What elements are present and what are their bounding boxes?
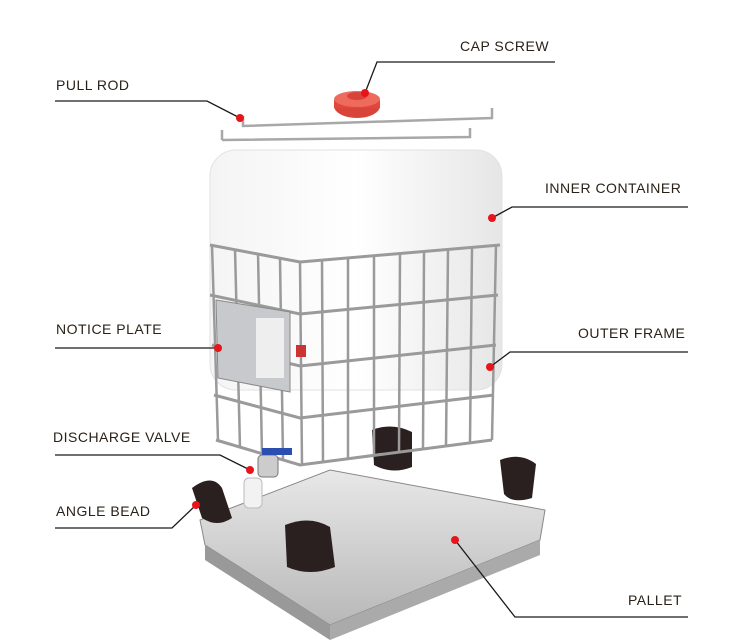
marker-dot (236, 114, 244, 122)
leader-inner-container (491, 206, 688, 219)
marker-dot (192, 501, 200, 509)
label-pull-rod: PULL ROD (56, 77, 130, 93)
label-cap-screw: CAP SCREW (460, 38, 550, 54)
cap-screw-shape (334, 91, 380, 118)
leader-outer-frame (489, 351, 688, 368)
marker-dot (488, 214, 496, 222)
leader-cap-screw (364, 61, 555, 94)
angle-beads (192, 426, 536, 572)
label-angle-bead: ANGLE BEAD (56, 503, 151, 519)
marker-dot (361, 89, 369, 97)
leader-discharge-valve (55, 454, 251, 471)
marker-dot (486, 363, 494, 371)
marker-dot (451, 536, 459, 544)
discharge-valve-shape (243, 448, 292, 509)
pallet-shape (199, 469, 546, 640)
pull-rods (220, 108, 494, 142)
label-notice-plate: NOTICE PLATE (56, 321, 163, 337)
marker-dots (192, 89, 496, 544)
label-outer-frame: OUTER FRAME (578, 325, 686, 341)
label-discharge-valve: DISCHARGE VALVE (53, 429, 191, 445)
notice-plate-shape (215, 299, 306, 393)
leader-pull-rod (55, 100, 241, 119)
outer-frame-shape (209, 243, 501, 467)
leader-angle-bead (55, 504, 197, 529)
label-pallet: PALLET (628, 592, 683, 608)
leader-pallet (454, 539, 688, 618)
marker-dot (246, 466, 254, 474)
label-inner-container: INNER CONTAINER (545, 180, 682, 196)
leader-lines (55, 61, 688, 618)
marker-dot (214, 344, 222, 352)
